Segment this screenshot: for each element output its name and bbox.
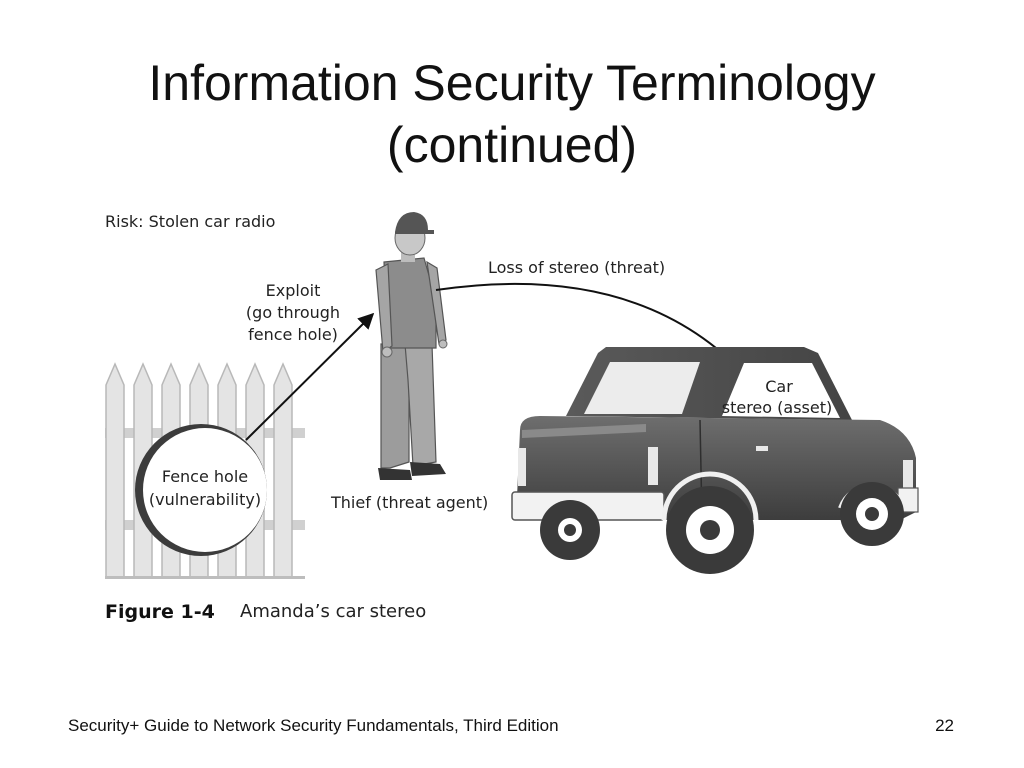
threat-agent-label: Thief (threat agent)	[330, 493, 488, 512]
asset-label-line-1: Car	[765, 377, 793, 396]
exploit-label-line-3: fence hole)	[248, 325, 338, 344]
vulnerability-label-line-1: Fence hole	[162, 467, 248, 486]
risk-label: Risk: Stolen car radio	[105, 212, 275, 231]
figure-caption-text: Amanda’s car stereo	[240, 601, 426, 622]
vulnerability-label-line-2: (vulnerability)	[149, 490, 261, 509]
footer-book-title: Security+ Guide to Network Security Fund…	[68, 716, 559, 735]
slide-title-line-1: Information Security Terminology	[148, 55, 876, 111]
exploit-label-line-2: (go through	[246, 303, 340, 322]
threat-label: Loss of stereo (threat)	[488, 258, 665, 277]
slide-title-line-2: (continued)	[386, 117, 638, 173]
car	[511, 347, 919, 574]
slide-title: Information Security Terminology (contin…	[0, 52, 1024, 176]
figure-caption-label: Figure 1-4	[105, 601, 215, 623]
fence-hole	[135, 424, 267, 556]
exploit-arrow	[245, 312, 375, 441]
exploit-label-line-1: Exploit	[266, 281, 321, 300]
thief-figure	[375, 212, 448, 480]
asset-label-line-2: stereo (asset)	[722, 398, 832, 417]
page-number: 22	[935, 716, 954, 735]
